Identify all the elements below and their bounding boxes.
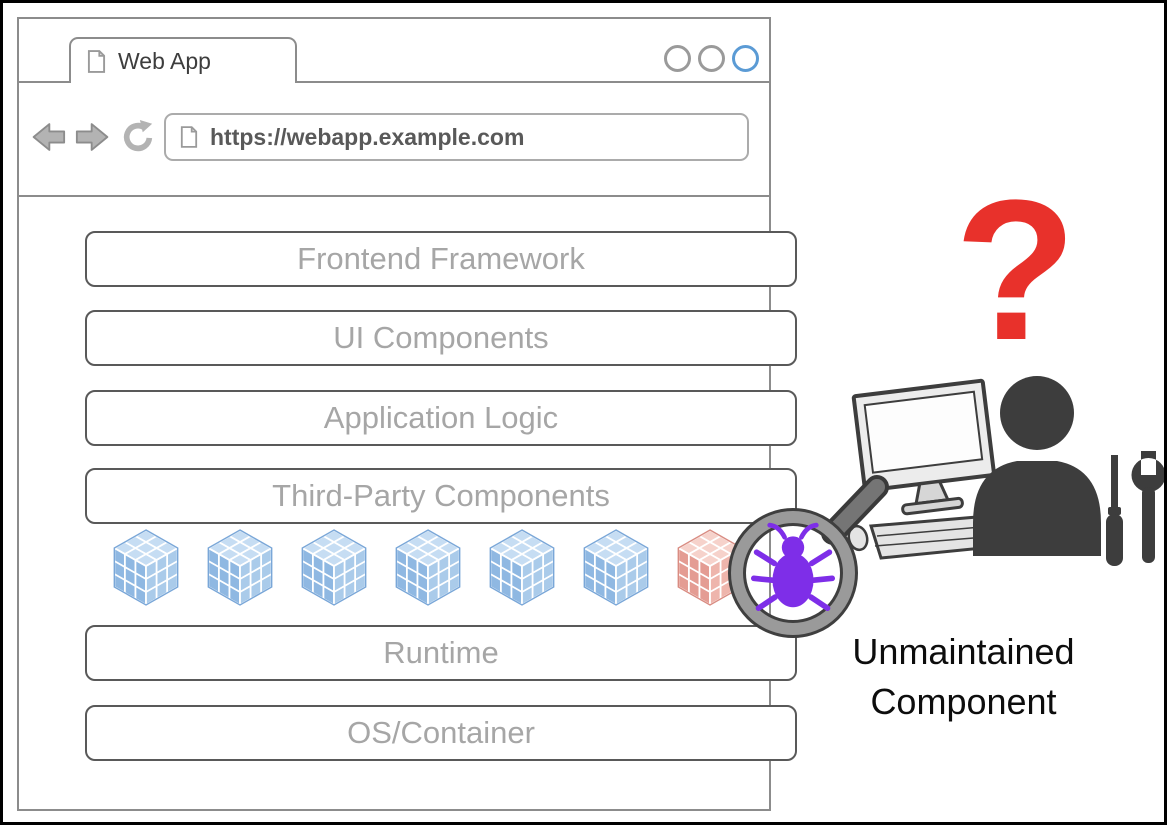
window-control-close[interactable] bbox=[732, 45, 759, 72]
layer-label: Application Logic bbox=[323, 400, 559, 435]
component-cube-icon bbox=[396, 530, 460, 605]
component-cube-icon bbox=[584, 530, 648, 605]
person-icon bbox=[973, 376, 1101, 556]
layer-frontend-framework: Frontend Framework bbox=[85, 231, 797, 287]
url-bar[interactable]: https://webapp.example.com bbox=[164, 113, 749, 161]
layer-label: Runtime bbox=[383, 635, 499, 670]
layer-runtime: Runtime bbox=[85, 625, 797, 681]
window-control-minimize[interactable] bbox=[664, 45, 691, 72]
tabbar-divider bbox=[19, 81, 769, 83]
refresh-icon[interactable] bbox=[121, 120, 155, 154]
layer-label: UI Components bbox=[333, 320, 549, 355]
tab-label: Web App bbox=[118, 47, 211, 74]
caption-line-2: Component bbox=[870, 681, 1057, 723]
screwdriver-icon bbox=[1106, 455, 1123, 566]
component-cube-icon bbox=[114, 530, 178, 605]
layer-ui-components: UI Components bbox=[85, 310, 797, 366]
layer-label: Third-Party Components bbox=[272, 478, 610, 513]
component-cubes-row bbox=[110, 527, 746, 608]
component-cube-icon bbox=[208, 530, 272, 605]
unmaintained-component-caption: Unmaintained Component bbox=[821, 627, 1106, 728]
back-arrow-icon[interactable] bbox=[29, 122, 66, 152]
page-icon bbox=[180, 126, 198, 148]
wrench-icon bbox=[1131, 451, 1164, 563]
component-cube-icon bbox=[490, 530, 554, 605]
layer-application-logic: Application Logic bbox=[85, 390, 797, 446]
layer-os-container: OS/Container bbox=[85, 705, 797, 761]
tools-icon bbox=[1106, 451, 1164, 566]
browser-window: Web App https://webapp.e bbox=[17, 17, 797, 811]
question-mark: ? bbox=[954, 159, 1077, 382]
forward-arrow-icon[interactable] bbox=[75, 122, 112, 152]
browser-tab[interactable]: Web App bbox=[69, 37, 297, 83]
magnifier-icon bbox=[728, 475, 889, 638]
layer-label: Frontend Framework bbox=[297, 241, 585, 276]
bug-icon bbox=[751, 522, 835, 611]
url-text: https://webapp.example.com bbox=[210, 123, 525, 150]
caption-line-1: Unmaintained bbox=[852, 631, 1075, 672]
window-controls bbox=[664, 45, 759, 72]
window-control-maximize[interactable] bbox=[698, 45, 725, 72]
navbar-divider bbox=[19, 195, 769, 197]
component-cube-icon bbox=[302, 530, 366, 605]
browser-navbar: https://webapp.example.com bbox=[19, 107, 769, 167]
page-icon bbox=[87, 49, 106, 73]
layer-third-party-components: Third-Party Components bbox=[85, 468, 797, 524]
layer-label: OS/Container bbox=[347, 715, 535, 750]
